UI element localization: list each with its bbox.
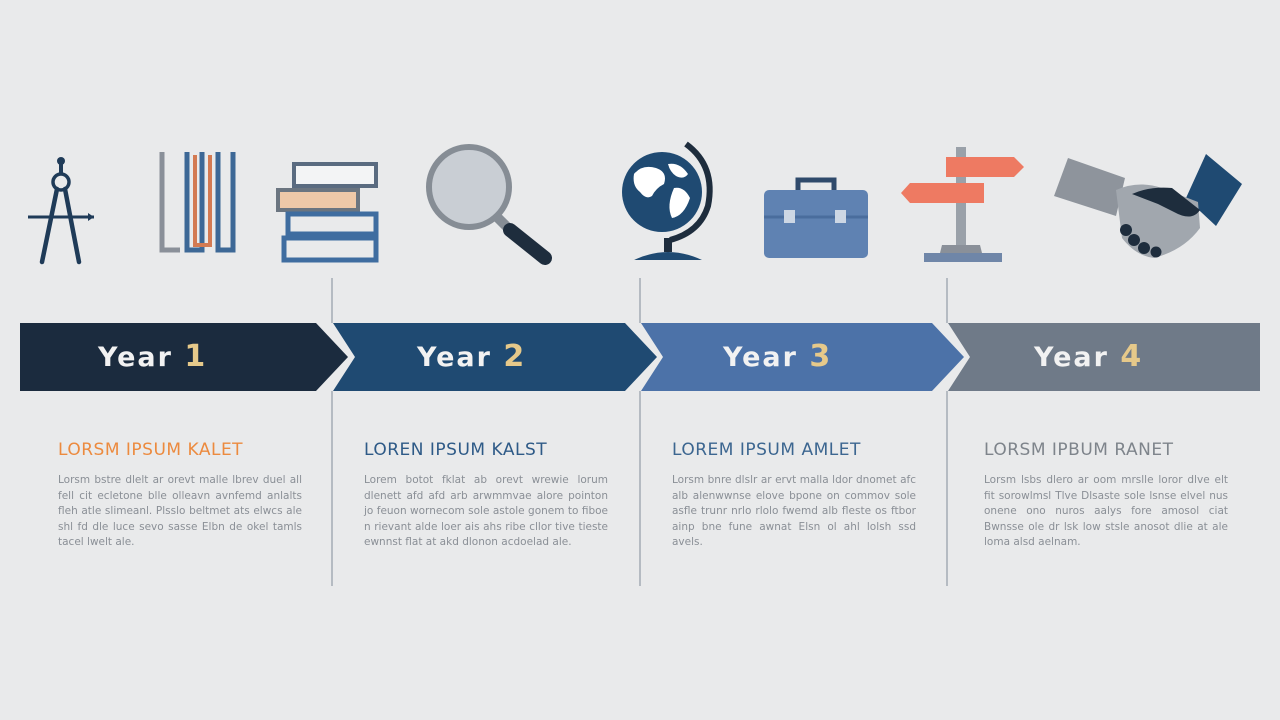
- divider-line-3-bottom: [946, 391, 948, 586]
- year-4-arrow-band: Year 4: [948, 323, 1260, 391]
- compass-icon: [28, 157, 94, 265]
- year-number: 1: [184, 339, 208, 374]
- book-stack-icon: [276, 162, 379, 263]
- year-word: Year: [98, 342, 173, 373]
- year-2-label: Year 2: [417, 323, 526, 391]
- magnifier-icon: [426, 144, 552, 265]
- divider-line-2-bottom: [639, 391, 641, 586]
- year-word: Year: [723, 342, 798, 373]
- year-word: Year: [417, 342, 492, 373]
- step-2-title: LOREN IPSUM KALST: [364, 440, 548, 460]
- divider-line-3-top: [946, 278, 948, 323]
- divider-line-1-top: [331, 278, 333, 323]
- year-2-arrow-band: Year 2: [333, 323, 657, 391]
- year-number: 2: [503, 339, 527, 374]
- books-upright-icon: [159, 152, 236, 253]
- divider-line-2-top: [639, 278, 641, 323]
- band-shape: [333, 323, 657, 391]
- handshake-icon: [1054, 154, 1242, 258]
- step-4-title: LORSM IPBUM RANET: [984, 440, 1174, 460]
- signpost-icon: [901, 147, 1024, 262]
- year-number: 4: [1120, 339, 1144, 374]
- year-4-label: Year 4: [1034, 323, 1143, 391]
- divider-line-1-bottom: [331, 391, 333, 586]
- step-2-body: Lorem botot fklat ab orevt wrewie lorum …: [364, 474, 608, 548]
- step-4-body: Lorsm lsbs dlero ar oom mrslle loror dlv…: [984, 474, 1228, 548]
- briefcase-icon: [764, 177, 868, 258]
- band-shape: [641, 323, 964, 391]
- step-3-title: LOREM IPSUM AMLET: [672, 440, 861, 460]
- year-1-label: Year 1: [98, 323, 207, 391]
- year-word: Year: [1034, 342, 1109, 373]
- step-3-body: Lorsm bnre dlslr ar ervt malla ldor dnom…: [672, 474, 916, 548]
- globe-icon: [622, 141, 713, 260]
- band-shape: [948, 323, 1260, 391]
- band-shape: [20, 323, 348, 391]
- step-1-title: LORSM IPSUM KALET: [58, 440, 244, 460]
- year-number: 3: [809, 339, 833, 374]
- step-1-body: Lorsm bstre dlelt ar orevt malle lbrev d…: [58, 474, 302, 548]
- year-3-arrow-band: Year 3: [641, 323, 964, 391]
- year-1-arrow-band: Year 1: [20, 323, 348, 391]
- year-3-label: Year 3: [723, 323, 832, 391]
